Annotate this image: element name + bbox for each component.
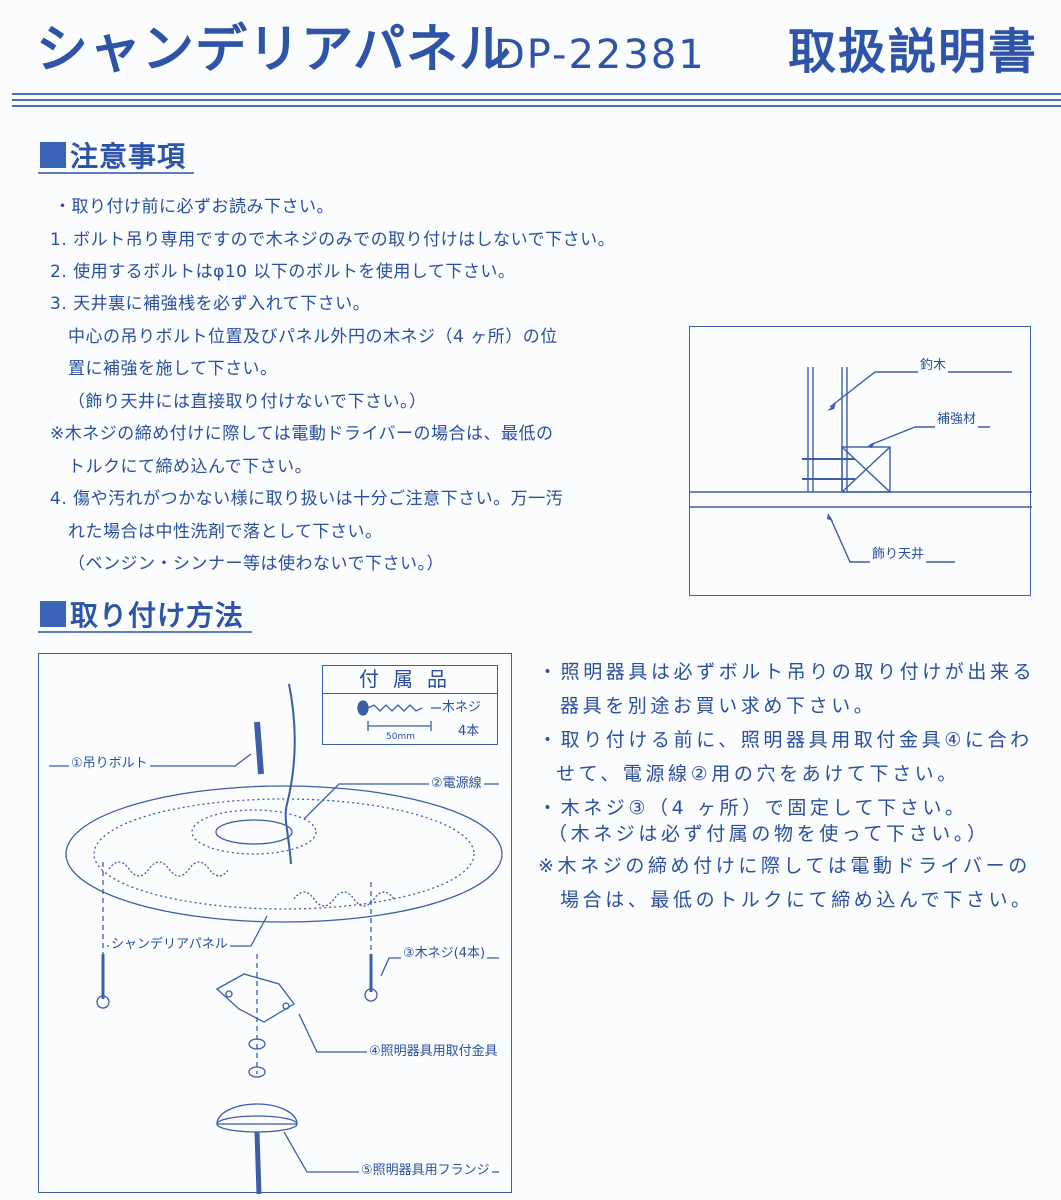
install-step-line: ・木ネジ③（4 ヶ所）で固定して下さい。 [538,797,968,819]
header-rule-top [12,93,1061,95]
install-step-line: ・照明器具は必ずボルト吊りの取り付けが出来る [538,661,1036,683]
screw-right-head [364,988,378,1002]
caution-line: トルクにて締め込んで下さい。 [68,457,313,477]
panel-center-boss [215,819,293,845]
caution-line: 置に補強を施して下さい。 [68,359,278,379]
install-step-line: （木ネジは必ず付属の物を使って下さい。） [548,823,990,845]
cautions-heading-text: 注意事項 [70,140,187,173]
leader-joist [829,371,1012,408]
install-step-line: ※木ネジの締め付けに際しては電動ドライバーの [538,855,1031,877]
document-type: 取扱説明書 [788,24,1039,80]
label-bolt: ①吊りボルト [69,756,150,772]
header-rule-middle [12,99,1061,101]
install-step-line: 器具を別途お買い求め下さい。 [560,695,877,717]
accessory-qty: 4本 [458,724,480,739]
label-cable: ②電源線 [429,776,484,792]
cautions-heading: 注意事項 [38,138,195,174]
ceiling-diagram-drawing [690,367,1032,563]
flange-dome [216,1103,298,1125]
install-step-line: せて、電源線②用の穴をあけて下さい。 [556,763,960,785]
label-reinforcement: 補強材 [935,412,979,428]
accessory-item: 木ネジ [442,700,482,715]
label-decorative-ceiling: 飾り天井 [870,547,927,563]
accessories-box [322,665,498,745]
label-screws: ③木ネジ(4本) [401,946,488,962]
caution-line: （ベンジン・シンナー等は使わないで下さい。） [68,554,444,574]
power-cable [284,683,296,865]
label-joist: 釣木 [918,358,949,374]
reinforcement-cross-2 [841,446,891,493]
leader-reinforcement [869,426,990,446]
mounting-bracket [215,973,295,1023]
heading-square-icon [40,142,66,168]
screw-left-head [96,995,110,1009]
label-flange: ⑤照明器具用フランジ [359,1163,492,1179]
page-title: シャンデリアパネル [36,20,512,80]
accessory-screw-drawing [357,700,441,731]
installation-heading-text: 取り付け方法 [70,599,245,632]
arrow-reinforcement-icon [866,442,875,448]
nut-lower [248,1066,266,1078]
caution-line: 中心の吊りボルト位置及びパネル外円の木ネジ（4 ヶ所）の位 [68,327,558,347]
header-rule-bottom [12,105,1061,107]
installation-diagram: ①吊りボルト ②電源線 シャンデリアパネル ③木ネジ(4本) ④照明器具用取付金… [38,653,512,1194]
arrow-joist-icon [827,403,836,411]
heading-square-icon [40,601,66,627]
hanging-bolt [254,721,264,775]
accessory-screw-head [357,700,369,716]
caution-line: 1. ボルト吊り専用ですので木ネジのみでの取り付けはしないで下さい。 [50,230,616,250]
caution-line: 3. 天井裏に補強桟を必ず入れて下さい。 [50,294,371,314]
bracket-hole [225,990,233,998]
ceiling-diagram: 釣木 補強材 飾り天井 [689,326,1032,596]
accessories-title: 付属品 [322,666,498,694]
installation-heading: 取り付け方法 [38,597,253,633]
label-panel: シャンデリアパネル [109,937,230,953]
panel-wave-right [293,891,395,907]
panel-center-petals [191,809,317,855]
caution-line: ※木ネジの締め付けに際しては電動ドライバーの場合は、最低の [50,424,554,444]
bracket-hole [282,1002,290,1010]
arrow-ceiling-icon [827,513,833,521]
caution-line: 2. 使用するボルトはφ10 以下のボルトを使用して下さい。 [50,262,516,282]
model-number: DP-22381 [494,32,706,78]
label-bracket: ④照明器具用取付金具 [367,1044,500,1060]
install-step-line: ・取り付ける前に、照明器具用取付金具④に合わ [538,729,1033,751]
caution-line: 4. 傷や汚れがつかない様に取り扱いは十分ご注意下さい。万一汚 [50,489,564,509]
pendant-rod [254,1131,262,1194]
accessory-screw-thread [367,704,423,712]
caution-line: れた場合は中性洗剤で落として下さい。 [68,522,383,542]
install-step-line: 場合は、最低のトルクにて締め込んで下さい。 [560,889,1034,911]
accessory-dimension: 50mm [386,732,415,742]
panel-wave-left [108,861,230,877]
panel-dotted-ring [93,798,475,910]
nut-upper [248,1038,266,1050]
panel-outline [65,785,503,923]
caution-line: ・取り付け前に必ずお読み下さい。 [54,197,334,217]
caution-line: （飾り天井には直接取り付けないで下さい。） [68,392,427,412]
